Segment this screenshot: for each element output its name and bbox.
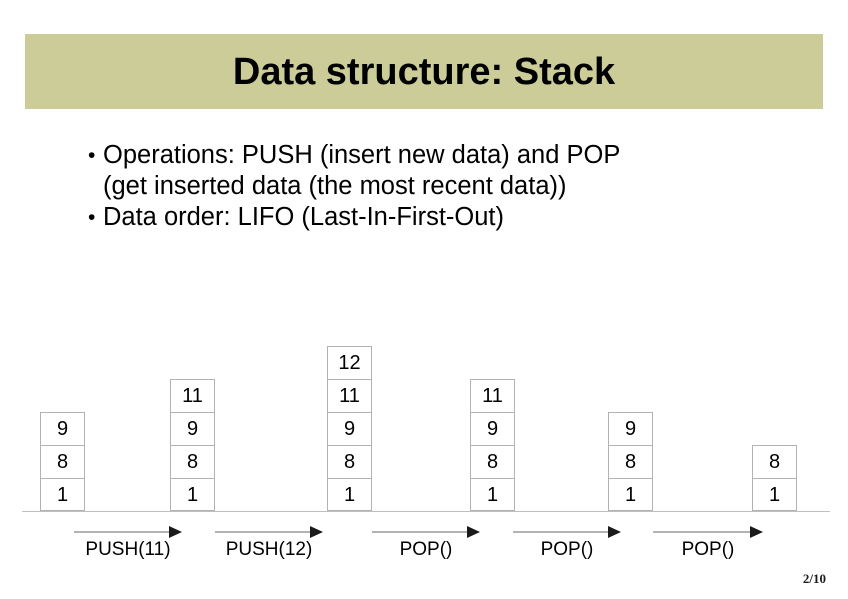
bullet-item-operations: • Operations: PUSH (insert new data) and… [88, 140, 788, 202]
stack-cell: 9 [40, 412, 85, 445]
stack-cell: 11 [470, 379, 515, 412]
stack-cell: 8 [327, 445, 372, 478]
stack-initial: 9 8 1 [40, 412, 85, 511]
transition-arrow-pop-2 [513, 526, 621, 538]
bullet-dot-icon: • [88, 144, 96, 167]
stack-cell: 11 [170, 379, 215, 412]
bullet-list: • Operations: PUSH (insert new data) and… [88, 140, 788, 233]
transition-label-pop-1: POP() [399, 539, 453, 560]
bullet-line: Operations: PUSH (insert new data) and P… [103, 141, 621, 169]
transition-label-push-12: PUSH(12) [225, 539, 313, 560]
stack-cell: 1 [608, 478, 653, 511]
stack-cell: 8 [470, 445, 515, 478]
arrow-line [653, 531, 750, 533]
stack-cell: 1 [327, 478, 372, 511]
stack-cell: 11 [327, 379, 372, 412]
stack-after-push-12: 12 11 9 8 1 [327, 346, 372, 511]
transition-label-pop-3: POP() [681, 539, 735, 560]
stack-cell: 8 [40, 445, 85, 478]
title-banner: Data structure: Stack [25, 34, 823, 109]
bullet-item-data-order: • Data order: LIFO (Last-In-First-Out) [88, 202, 788, 233]
stack-after-pop-1: 11 9 8 1 [470, 379, 515, 511]
arrow-line [513, 531, 608, 533]
transition-label-pop-2: POP() [540, 539, 594, 560]
page-number: 2/10 [802, 571, 826, 586]
transition-arrow-push-12 [215, 526, 323, 538]
stack-cell: 12 [327, 346, 372, 379]
bullet-line: Data order: LIFO (Last-In-First-Out) [103, 203, 505, 231]
diagram-baseline [22, 511, 830, 512]
stack-cell: 8 [170, 445, 215, 478]
arrow-head-icon [750, 526, 763, 538]
stack-cell: 8 [752, 445, 797, 478]
transition-arrow-push-11 [74, 526, 182, 538]
stack-cell: 9 [327, 412, 372, 445]
transition-label-push-11: PUSH(11) [85, 539, 171, 560]
bullet-item-operations-text: Operations: PUSH (insert new data) and P… [103, 140, 788, 202]
stack-after-pop-3: 8 1 [752, 445, 797, 511]
bullet-line: (get inserted data (the most recent data… [103, 172, 567, 200]
stack-cell: 8 [608, 445, 653, 478]
arrow-head-icon [169, 526, 182, 538]
arrow-line [74, 531, 169, 533]
transition-arrow-pop-1 [372, 526, 480, 538]
stack-cell: 1 [170, 478, 215, 511]
stack-cell: 1 [40, 478, 85, 511]
arrow-line [372, 531, 467, 533]
stack-cell: 9 [170, 412, 215, 445]
stack-cell: 1 [470, 478, 515, 511]
transition-arrow-pop-3 [653, 526, 763, 538]
stack-after-push-11: 11 9 8 1 [170, 379, 215, 511]
arrow-line [215, 531, 310, 533]
bullet-dot-icon: • [88, 206, 96, 229]
stack-cell: 9 [470, 412, 515, 445]
arrow-head-icon [608, 526, 621, 538]
arrow-head-icon [310, 526, 323, 538]
stack-after-pop-2: 9 8 1 [608, 412, 653, 511]
page-title: Data structure: Stack [232, 50, 616, 93]
bullet-item-data-order-text: Data order: LIFO (Last-In-First-Out) [103, 202, 788, 233]
arrow-head-icon [467, 526, 480, 538]
stack-cell: 1 [752, 478, 797, 511]
stack-cell: 9 [608, 412, 653, 445]
